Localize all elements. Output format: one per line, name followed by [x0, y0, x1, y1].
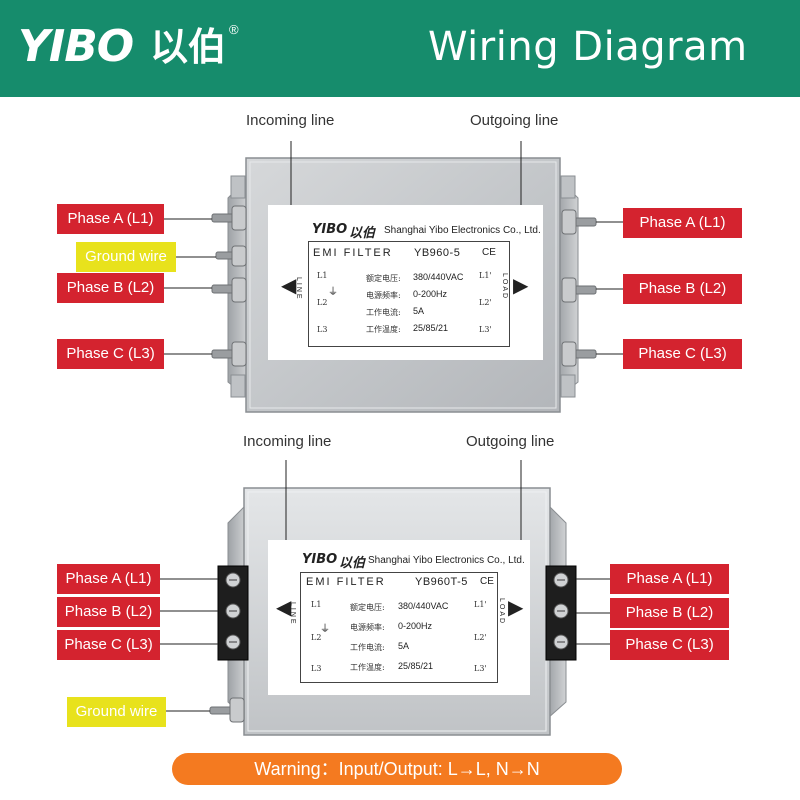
bottom-nameplate-ce: CE [480, 576, 494, 587]
bottom-left-tag-phase-c: Phase C (L3) [57, 630, 160, 660]
bottom-nameplate-term-l2-out: L2' [474, 633, 487, 642]
top-load-side-label: LOAD [501, 273, 508, 301]
top-nameplate-term-l2-out: L2' [479, 298, 492, 307]
top-nameplate-ground-icon: ⏚ [328, 287, 338, 298]
top-nameplate-company: Shanghai Yibo Electronics Co., Ltd. [384, 225, 541, 236]
bottom-line-side-label: LINE [289, 602, 296, 626]
bottom-nameplate-term-l2: L2 [311, 633, 322, 642]
top-spec-key-current: 工作电流: [366, 308, 401, 317]
top-nameplate-term-l3-out: L3' [479, 325, 492, 334]
bottom-nameplate-brand: YIBO [302, 552, 338, 567]
top-right-tag-phase-a: Phase A (L1) [623, 208, 742, 238]
bottom-left-tag-phase-b: Phase B (L2) [57, 597, 160, 627]
registered-mark: ® [229, 22, 239, 37]
top-outgoing-line-label: Outgoing line [470, 112, 559, 129]
bottom-spec-value-frequency: 0-200Hz [398, 621, 433, 631]
bottom-nameplate-term-l1-out: L1' [474, 600, 487, 609]
bottom-right-tag-phase-b: Phase B (L2) [610, 598, 729, 628]
bottom-spec-value-current: 5A [398, 641, 410, 651]
top-nameplate-term-l1: L1 [317, 271, 328, 280]
bottom-spec-key-voltage: 额定电压: [350, 603, 385, 612]
top-line-arrow-icon: ◀ [281, 275, 297, 297]
top-load-arrow-icon: ▶ [513, 275, 529, 297]
warning-banner: Warning：Input/Output: L→L, N→N [172, 753, 622, 785]
bottom-right-tag-phase-a: Phase A (L1) [610, 564, 729, 594]
top-nameplate-product: EMI FILTER [313, 247, 393, 259]
top-nameplate: YIBO 以伯 Shanghai Yibo Electronics Co., L… [268, 205, 543, 360]
top-spec-key-frequency: 电源频率: [366, 291, 401, 300]
top-nameplate-term-l3: L3 [317, 325, 328, 334]
bottom-nameplate-model: YB960T-5 [415, 576, 468, 588]
bottom-nameplate-term-l3: L3 [311, 664, 322, 673]
top-spec-value-temperature: 25/85/21 [413, 323, 449, 333]
top-left-tag-phase-a: Phase A (L1) [57, 204, 164, 234]
header-banner: YIBO 以伯 ® Wiring Diagram [0, 0, 800, 97]
bottom-nameplate-product: EMI FILTER [306, 576, 386, 588]
page-title: Wiring Diagram [428, 24, 748, 70]
bottom-load-side-label: LOAD [498, 598, 505, 626]
bottom-spec-key-frequency: 电源频率: [350, 623, 385, 632]
bottom-spec-key-temperature: 工作温度: [350, 663, 385, 672]
top-spec-key-voltage: 额定电压: [366, 274, 401, 283]
bottom-spec-value-voltage: 380/440VAC [398, 601, 449, 611]
top-nameplate-model: YB960-5 [414, 247, 461, 259]
bottom-left-tag-phase-a: Phase A (L1) [57, 564, 160, 594]
bottom-load-arrow-icon: ▶ [508, 597, 524, 619]
bottom-right-tag-phase-c: Phase C (L3) [610, 630, 729, 660]
bottom-outgoing-line-label: Outgoing line [466, 433, 555, 450]
bottom-nameplate-brand-cn: 以伯 [339, 556, 366, 571]
bottom-nameplate-term-l3-out: L3' [474, 664, 487, 673]
top-incoming-line-label: Incoming line [246, 112, 335, 129]
top-right-tag-phase-b: Phase B (L2) [623, 274, 742, 304]
top-line-side-label: LINE [295, 277, 302, 301]
top-left-tag-phase-c: Phase C (L3) [57, 339, 164, 369]
bottom-spec-key-current: 工作电流: [350, 643, 385, 652]
bottom-nameplate-ground-icon: ⏚ [320, 624, 330, 635]
top-spec-value-frequency: 0-200Hz [413, 289, 448, 299]
bottom-nameplate-company: Shanghai Yibo Electronics Co., Ltd. [368, 555, 525, 566]
brand-logo: YIBO [18, 21, 134, 72]
top-nameplate-term-l2: L2 [317, 298, 328, 307]
bottom-nameplate-term-l1: L1 [311, 600, 322, 609]
bottom-nameplate-spec-box [300, 572, 498, 683]
brand-logo-chinese: 以伯 [150, 25, 227, 69]
bottom-line-arrow-icon: ◀ [276, 597, 292, 619]
top-spec-key-temperature: 工作温度: [366, 325, 401, 334]
top-right-tag-phase-c: Phase C (L3) [623, 339, 742, 369]
bottom-spec-value-temperature: 25/85/21 [398, 661, 434, 671]
bottom-incoming-line-label: Incoming line [243, 433, 332, 450]
bottom-nameplate: YIBO 以伯 Shanghai Yibo Electronics Co., L… [268, 540, 530, 695]
bottom-left-tag-ground: Ground wire [67, 697, 166, 727]
top-nameplate-ce: CE [482, 247, 496, 258]
top-spec-value-voltage: 380/440VAC [413, 272, 464, 282]
top-nameplate-spec-box [308, 241, 510, 347]
top-spec-value-current: 5A [413, 306, 425, 316]
top-left-tag-ground: Ground wire [76, 242, 176, 272]
top-left-tag-phase-b: Phase B (L2) [57, 273, 164, 303]
top-nameplate-brand-cn: 以伯 [349, 226, 376, 241]
top-nameplate-brand: YIBO [312, 222, 348, 237]
top-nameplate-term-l1-out: L1' [479, 271, 492, 280]
